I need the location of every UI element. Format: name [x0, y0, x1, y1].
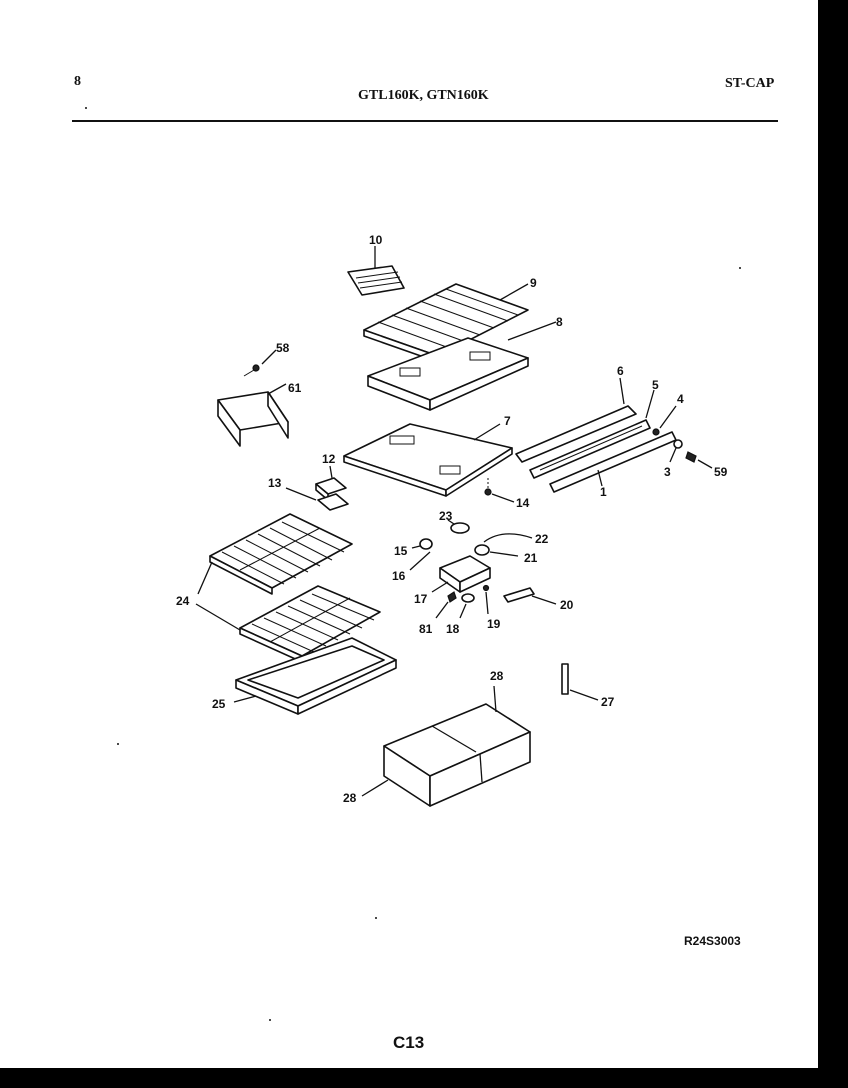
- callout-61: 61: [288, 381, 302, 395]
- callout-25: 25: [212, 697, 226, 711]
- part-24-shelf-lower: [239, 585, 381, 663]
- callout-6: 6: [617, 364, 624, 378]
- callout-18: 18: [446, 622, 460, 636]
- callout-59: 59: [714, 465, 728, 479]
- callout-8: 8: [556, 315, 563, 329]
- section-code: ST-CAP: [725, 76, 775, 91]
- part-10-grille: [347, 246, 405, 296]
- part-59-screw: [685, 451, 713, 469]
- part-19-clip: [482, 584, 490, 615]
- part-7-shelf-frame: [343, 423, 513, 497]
- part-22-wire: [483, 533, 533, 543]
- page-number: 8: [74, 74, 81, 89]
- callout-7: 7: [504, 414, 511, 428]
- callout-14: 14: [516, 496, 530, 510]
- part-13-bracket: [285, 487, 349, 511]
- scan-specks: [85, 107, 741, 1021]
- callout-21: 21: [524, 551, 538, 565]
- part-15-bulb: [411, 538, 433, 550]
- part-17-control-housing: [431, 555, 491, 593]
- callout-23: 23: [439, 509, 453, 523]
- part-25-crisper-frame: [233, 637, 397, 715]
- part-6-rail: [515, 377, 637, 463]
- callout-24: 24: [176, 594, 190, 608]
- callout-16: 16: [392, 569, 406, 583]
- callout-28-bottom: 28: [343, 791, 357, 805]
- callout-17: 17: [414, 592, 428, 606]
- callout-15: 15: [394, 544, 408, 558]
- model-numbers: GTL160K, GTN160K: [358, 88, 489, 103]
- page-code: C13: [393, 1033, 425, 1052]
- part-24-shelf-upper: [209, 513, 353, 595]
- exploded-view-diagram: 10 9 8 58 61 7 6 5 4 3 59 1 14 12 13 23 …: [85, 107, 741, 1021]
- part-58-screw: [243, 349, 277, 377]
- callout-58: 58: [276, 341, 290, 355]
- part-81-screw: [435, 591, 457, 619]
- part-28-crisper-drawers: [361, 685, 531, 807]
- callout-1: 1: [600, 485, 607, 499]
- part-23-knob: [447, 519, 470, 534]
- part-3-fitting: [669, 439, 683, 463]
- part-21-switch: [474, 544, 519, 557]
- callout-10: 10: [369, 233, 383, 247]
- part-27-clip: [561, 663, 599, 701]
- part-9-cover-panel: [363, 283, 529, 363]
- callout-13: 13: [268, 476, 282, 490]
- callout-3: 3: [664, 465, 671, 479]
- callout-28-top: 28: [490, 669, 504, 683]
- callout-19: 19: [487, 617, 501, 631]
- callout-22: 22: [535, 532, 549, 546]
- header-rule: [72, 120, 778, 122]
- part-8-cover-frame: [367, 321, 557, 411]
- parts-diagram-page: 8 GTL160K, GTN160K ST-CAP: [0, 0, 818, 1068]
- part-16-socket: [409, 551, 431, 571]
- callout-27: 27: [601, 695, 615, 709]
- drawing-code: R24S3003: [684, 934, 741, 948]
- part-5-heater: [529, 389, 655, 479]
- part-61-bracket: [217, 383, 289, 447]
- callout-5: 5: [652, 378, 659, 392]
- part-4-clip: [652, 405, 677, 436]
- callout-12: 12: [322, 452, 336, 466]
- part-18-knob: [459, 593, 475, 619]
- callout-4: 4: [677, 392, 684, 406]
- callout-81: 81: [419, 622, 433, 636]
- part-14-screw: [484, 478, 515, 503]
- part-20-cover: [503, 587, 557, 605]
- callout-9: 9: [530, 276, 537, 290]
- part-12-bracket: [315, 465, 347, 501]
- callout-20: 20: [560, 598, 574, 612]
- part-24-leaders: [195, 561, 241, 631]
